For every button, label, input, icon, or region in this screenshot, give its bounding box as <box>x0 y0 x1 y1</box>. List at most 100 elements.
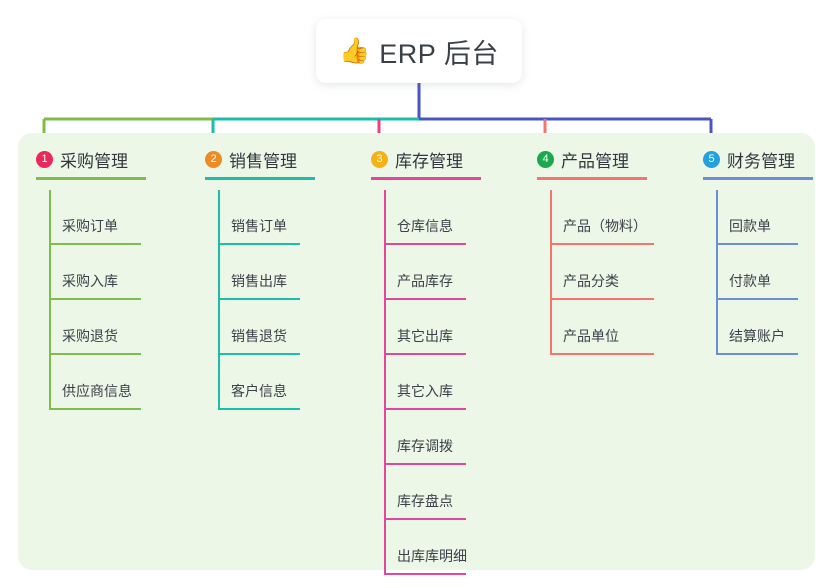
column-spine-4 <box>550 190 552 355</box>
list-item-label: 结算账户 <box>729 328 785 344</box>
list-item[interactable]: 销售订单 <box>205 190 300 245</box>
list-item-label: 其它入库 <box>397 383 453 399</box>
column-header-3[interactable]: 3 库存管理 <box>371 140 481 180</box>
column-badge-4: 4 <box>537 150 554 168</box>
list-item[interactable]: 库存盘点 <box>371 465 466 520</box>
list-item-label: 销售退货 <box>231 328 287 344</box>
column-header-rule-3 <box>371 177 481 180</box>
list-item-label: 回款单 <box>729 218 771 234</box>
list-item[interactable]: 库存调拨 <box>371 410 466 465</box>
column-header-1[interactable]: 1 采购管理 <box>36 140 146 180</box>
list-item-rule <box>716 298 798 300</box>
list-item[interactable]: 回款单 <box>703 190 798 245</box>
column-spine-5 <box>716 190 718 355</box>
column-title-4: 产品管理 <box>561 151 629 171</box>
list-item-label: 采购订单 <box>62 218 118 234</box>
list-item-rule <box>550 298 654 300</box>
column-header-rule-1 <box>36 177 146 180</box>
list-item-rule <box>384 408 466 410</box>
list-item-rule <box>49 298 141 300</box>
list-item-rule <box>384 463 466 465</box>
list-item-label: 销售出库 <box>231 273 287 289</box>
list-item-label: 产品（物料） <box>563 218 647 234</box>
list-item[interactable]: 其它入库 <box>371 355 466 410</box>
list-item-label: 库存盘点 <box>397 493 453 509</box>
list-item-label: 出库库明细 <box>397 548 467 564</box>
list-item-label: 产品单位 <box>563 328 619 344</box>
column-header-5[interactable]: 5 财务管理 <box>703 140 813 180</box>
column-2: 2 销售管理销售订单销售出库销售退货客户信息 <box>205 140 315 410</box>
list-item-label: 产品库存 <box>397 273 453 289</box>
list-item[interactable]: 出库库明细 <box>371 520 467 575</box>
column-3: 3 库存管理仓库信息产品库存其它出库其它入库库存调拨库存盘点出库库明细 <box>371 140 481 575</box>
diagram-panel <box>18 133 815 570</box>
list-item-label: 采购退货 <box>62 328 118 344</box>
column-spine-3 <box>384 190 386 575</box>
list-item[interactable]: 付款单 <box>703 245 798 300</box>
list-item-rule <box>49 243 141 245</box>
list-item[interactable]: 采购订单 <box>36 190 141 245</box>
list-item-rule <box>218 298 300 300</box>
column-items-4: 产品（物料） 产品分类产品单位 <box>537 190 654 355</box>
list-item-rule <box>384 243 466 245</box>
list-item-rule <box>49 408 141 410</box>
list-item[interactable]: 产品分类 <box>537 245 654 300</box>
column-title-3: 库存管理 <box>395 151 463 171</box>
list-item[interactable]: 销售退货 <box>205 300 300 355</box>
list-item-rule <box>218 353 300 355</box>
list-item[interactable]: 采购入库 <box>36 245 141 300</box>
list-item-label: 供应商信息 <box>62 383 132 399</box>
column-items-2: 销售订单销售出库销售退货客户信息 <box>205 190 300 410</box>
column-items-5: 回款单付款单结算账户 <box>703 190 798 355</box>
list-item[interactable]: 供应商信息 <box>36 355 141 410</box>
column-items-1: 采购订单采购入库采购退货供应商信息 <box>36 190 141 410</box>
column-1: 1 采购管理采购订单采购入库采购退货供应商信息 <box>36 140 146 410</box>
column-header-rule-2 <box>205 177 315 180</box>
column-badge-5: 5 <box>703 150 720 168</box>
column-badge-2: 2 <box>205 150 222 168</box>
list-item[interactable]: 其它出库 <box>371 300 466 355</box>
list-item-rule <box>384 298 466 300</box>
list-item-rule <box>49 353 141 355</box>
root-node-title: ERP 后台 <box>379 38 499 69</box>
list-item-rule <box>550 243 654 245</box>
list-item[interactable]: 销售出库 <box>205 245 300 300</box>
column-5: 5 财务管理回款单付款单结算账户 <box>703 140 813 355</box>
column-badge-3: 3 <box>371 150 388 168</box>
list-item-rule <box>384 573 466 575</box>
list-item-label: 付款单 <box>729 273 771 289</box>
list-item[interactable]: 客户信息 <box>205 355 300 410</box>
thumbs-up-icon: 👍 <box>339 36 371 65</box>
column-header-rule-4 <box>537 177 647 180</box>
column-badge-1: 1 <box>36 150 53 168</box>
root-node-card: 👍 ERP 后台 <box>316 19 522 83</box>
list-item[interactable]: 产品库存 <box>371 245 466 300</box>
column-spine-1 <box>49 190 51 410</box>
column-header-2[interactable]: 2 销售管理 <box>205 140 315 180</box>
list-item[interactable]: 结算账户 <box>703 300 798 355</box>
list-item[interactable]: 产品单位 <box>537 300 654 355</box>
list-item[interactable]: 仓库信息 <box>371 190 466 245</box>
list-item-label: 销售订单 <box>231 218 287 234</box>
column-title-2: 销售管理 <box>229 151 297 171</box>
list-item-rule <box>716 353 798 355</box>
column-title-5: 财务管理 <box>727 151 795 171</box>
list-item-label: 客户信息 <box>231 383 287 399</box>
column-header-4[interactable]: 4 产品管理 <box>537 140 647 180</box>
list-item[interactable]: 采购退货 <box>36 300 141 355</box>
list-item-label: 产品分类 <box>563 273 619 289</box>
column-spine-2 <box>218 190 220 410</box>
column-title-1: 采购管理 <box>60 151 128 171</box>
list-item-rule <box>218 243 300 245</box>
list-item-rule <box>218 408 300 410</box>
list-item-label: 库存调拨 <box>397 438 453 454</box>
list-item[interactable]: 产品（物料） <box>537 190 654 245</box>
list-item-rule <box>716 243 798 245</box>
column-4: 4 产品管理产品（物料） 产品分类产品单位 <box>537 140 654 355</box>
list-item-label: 仓库信息 <box>397 218 453 234</box>
list-item-rule <box>384 353 466 355</box>
column-header-rule-5 <box>703 177 813 180</box>
list-item-rule <box>550 353 654 355</box>
list-item-rule <box>384 518 466 520</box>
column-items-3: 仓库信息产品库存其它出库其它入库库存调拨库存盘点出库库明细 <box>371 190 467 575</box>
